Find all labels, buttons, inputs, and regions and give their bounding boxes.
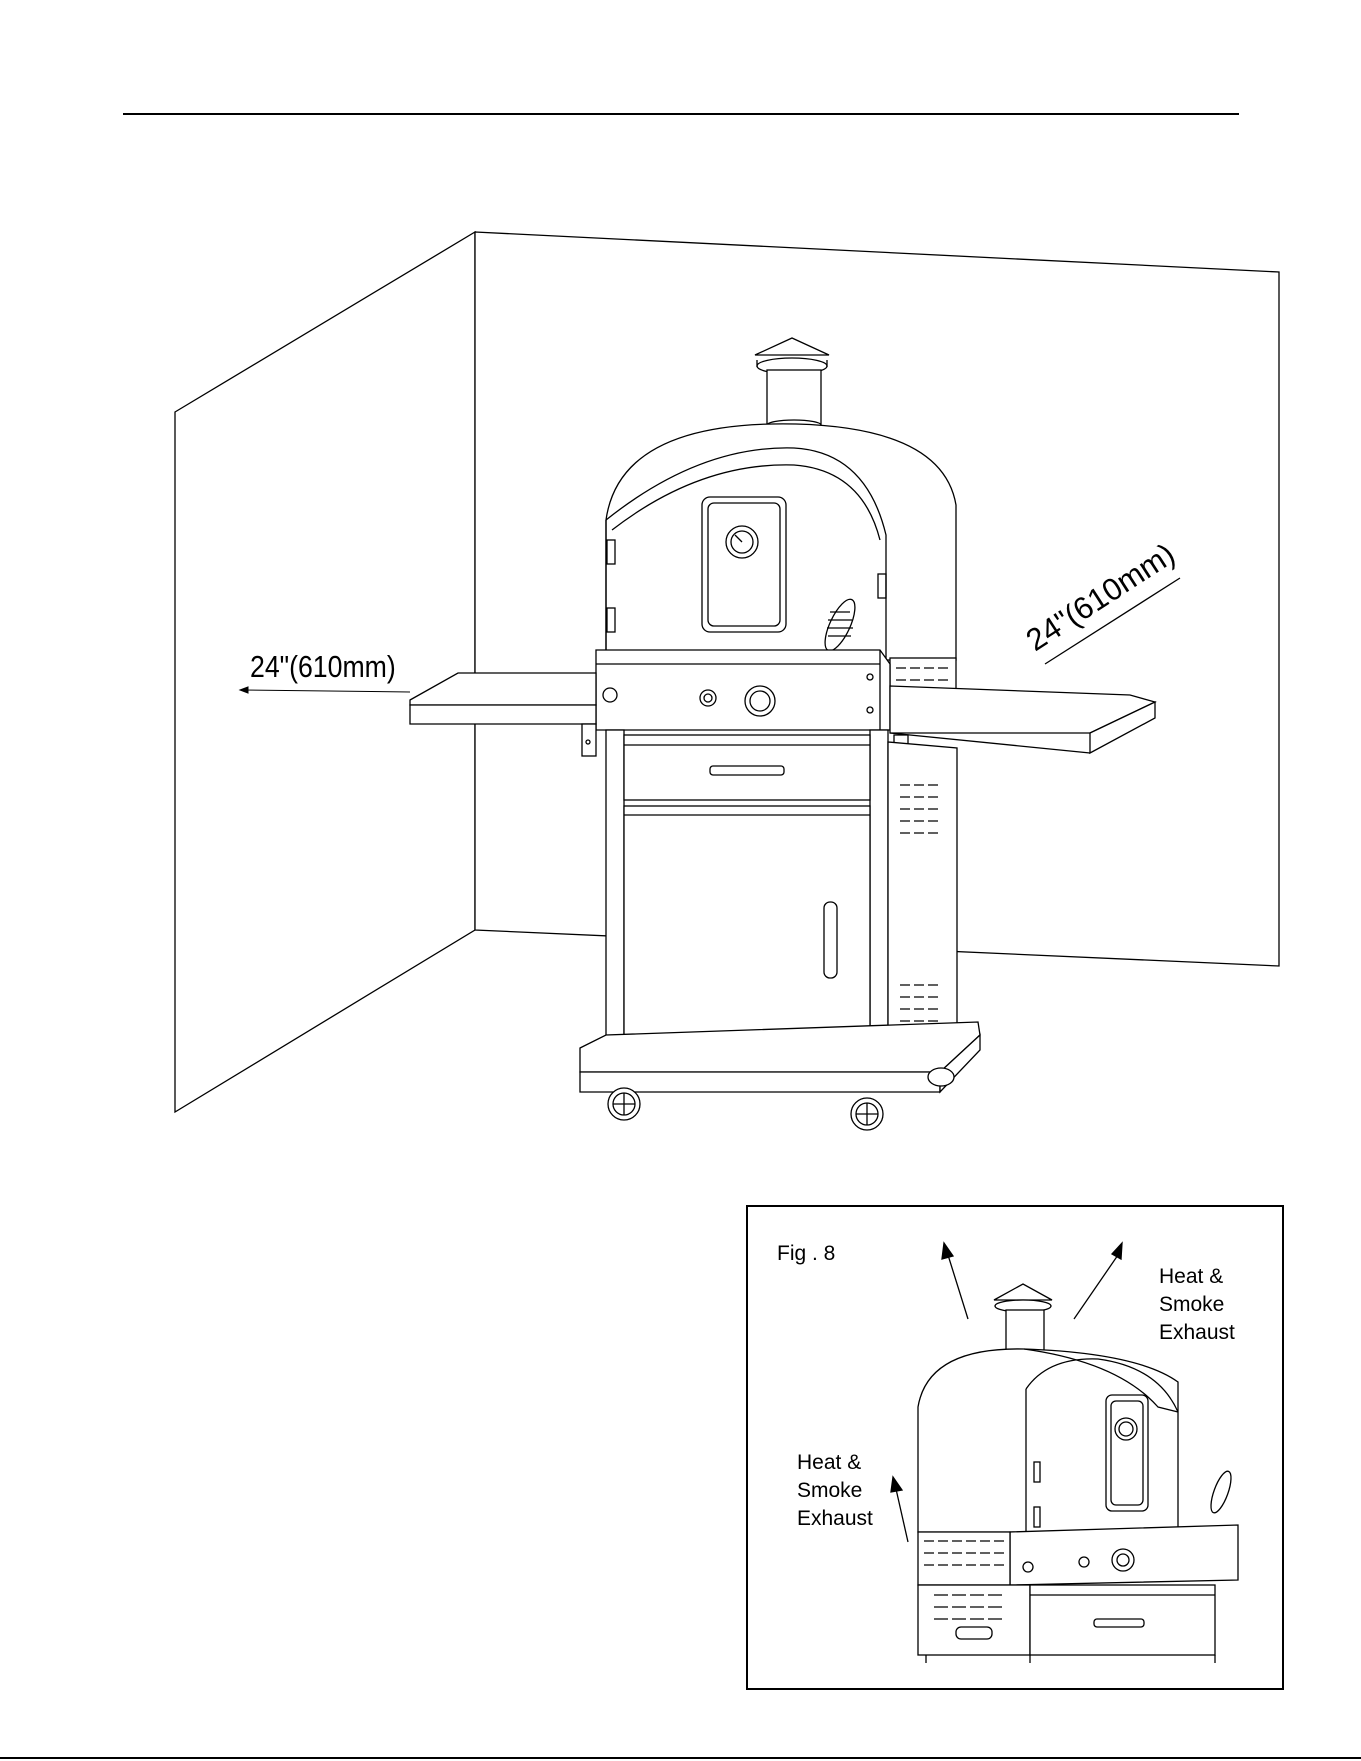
cart-side-panel bbox=[888, 742, 957, 1063]
clearance-diagram: 24"(610mm) 24"(610mm) bbox=[0, 0, 1361, 1180]
fig-chimney-pipe-icon bbox=[1006, 1310, 1044, 1352]
oven-door-icon bbox=[702, 497, 786, 632]
chimney-pipe-icon bbox=[767, 370, 821, 430]
wheel-front-right-icon bbox=[851, 1098, 883, 1130]
exhaust-arrow-side-1-icon bbox=[891, 1477, 908, 1542]
exhaust-arrow-right-icon bbox=[1074, 1243, 1122, 1319]
cart-left-post bbox=[606, 730, 624, 1063]
figure-8-box: Fig . 8 Heat & Smoke Exhaust Heat & Smok… bbox=[746, 1205, 1284, 1690]
fig-oven-body-icon bbox=[918, 1349, 1235, 1532]
cabinet-door-icon bbox=[624, 806, 870, 1063]
exhaust-side-line-2: Smoke bbox=[797, 1479, 862, 1502]
drawer-icon bbox=[624, 735, 870, 800]
footer-rule bbox=[0, 1757, 1361, 1759]
exhaust-side-line-3: Exhaust bbox=[797, 1507, 873, 1530]
figure-8-illustration: Fig . 8 Heat & Smoke Exhaust Heat & Smok… bbox=[748, 1207, 1286, 1692]
exhaust-arrow-left-icon bbox=[942, 1243, 968, 1319]
wheel-back-right-icon bbox=[928, 1068, 954, 1086]
wheel-front-left-icon bbox=[608, 1088, 640, 1120]
fig-lower-cabinet-icon bbox=[918, 1585, 1215, 1663]
exhaust-top-line-3: Exhaust bbox=[1159, 1321, 1235, 1344]
dimension-left-label: 24"(610mm) bbox=[250, 650, 396, 684]
exhaust-top-line-2: Smoke bbox=[1159, 1293, 1224, 1316]
cart-right-post bbox=[870, 730, 888, 1063]
fig-control-panel-icon bbox=[918, 1525, 1238, 1585]
fig-chimney-cap-icon bbox=[994, 1284, 1052, 1312]
control-panel-icon bbox=[596, 650, 890, 730]
exhaust-side-line-1: Heat & bbox=[797, 1451, 861, 1474]
exhaust-top-line-1: Heat & bbox=[1159, 1265, 1223, 1288]
figure-label: Fig . 8 bbox=[777, 1242, 835, 1265]
